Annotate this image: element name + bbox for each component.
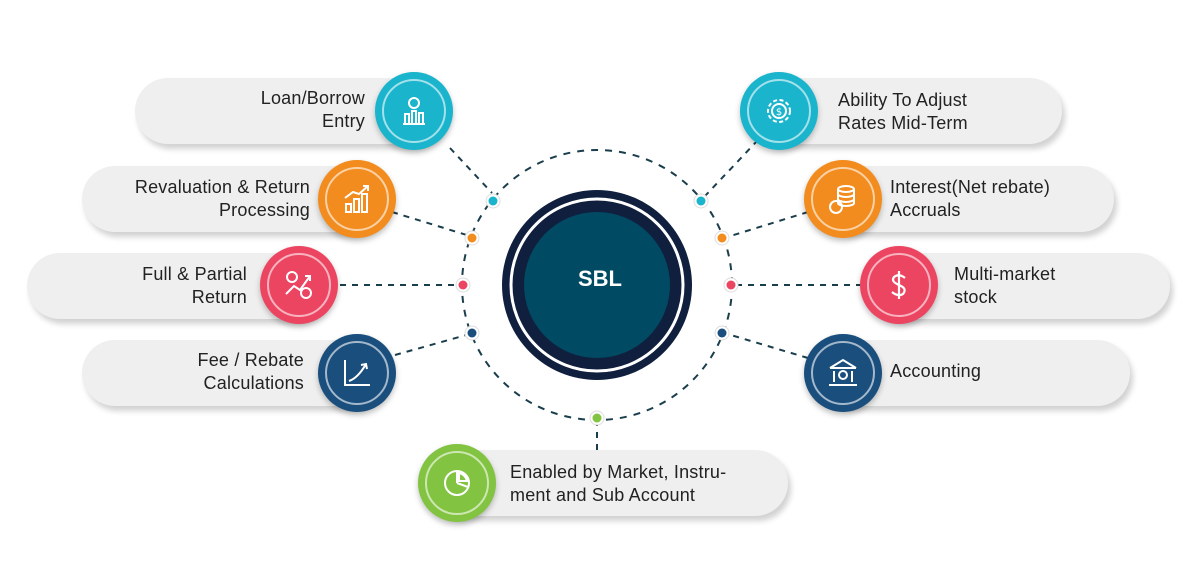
feature-fee-rebate-line2: Calculations bbox=[203, 373, 304, 393]
connector-fee-rebate bbox=[394, 333, 471, 356]
gear-dollar-icon: $ bbox=[740, 72, 818, 150]
feature-fee-rebate-line1: Fee / Rebate bbox=[197, 350, 304, 370]
dollar-icon bbox=[860, 246, 938, 324]
coin-stack-icon bbox=[804, 160, 882, 238]
feature-full-partial-line2: Return bbox=[191, 287, 247, 307]
svg-text:$: $ bbox=[776, 107, 782, 118]
money-chart-icon bbox=[375, 72, 453, 150]
feature-enabled-by-line2: ment and Sub Account bbox=[510, 485, 696, 505]
orbit-dots bbox=[455, 193, 739, 426]
feature-accounting-line1: Accounting bbox=[890, 361, 982, 381]
connector-loan-borrow bbox=[449, 147, 493, 194]
feature-enabled-by-line1: Enabled by Market, Instru- bbox=[510, 462, 727, 482]
money-flow-icon bbox=[260, 246, 338, 324]
connector-accounting bbox=[723, 332, 809, 359]
feature-loan-borrow-line2: Entry bbox=[321, 111, 365, 131]
bank-icon bbox=[804, 334, 882, 412]
pie-chart-icon bbox=[418, 444, 496, 522]
feature-adjust-rates-line1: Ability To Adjust bbox=[838, 90, 968, 110]
hub-white-ring bbox=[509, 197, 685, 373]
feature-multi-market-line2: stock bbox=[954, 287, 998, 307]
feature-interest-line2: Accruals bbox=[890, 200, 961, 220]
connector-interest bbox=[723, 211, 809, 239]
feature-interest-line1: Interest(Net rebate) bbox=[890, 177, 1051, 197]
feature-full-partial-line1: Full & Partial bbox=[142, 264, 247, 284]
trend-up-icon bbox=[318, 334, 396, 412]
feature-adjust-rates-line2: Rates Mid-Term bbox=[838, 113, 968, 133]
connector-adjust-rates bbox=[704, 139, 759, 197]
feature-loan-borrow-line1: Loan/Borrow bbox=[260, 88, 365, 108]
feature-revaluation-line1: Revaluation & Return bbox=[134, 177, 310, 197]
feature-revaluation-line2: Processing bbox=[218, 200, 310, 220]
hub-label: SBL bbox=[578, 266, 622, 291]
connector-revaluation bbox=[391, 211, 471, 237]
feature-multi-market-line1: Multi-market bbox=[954, 264, 1056, 284]
growth-chart-icon bbox=[318, 160, 396, 238]
hub-inner bbox=[524, 212, 670, 358]
